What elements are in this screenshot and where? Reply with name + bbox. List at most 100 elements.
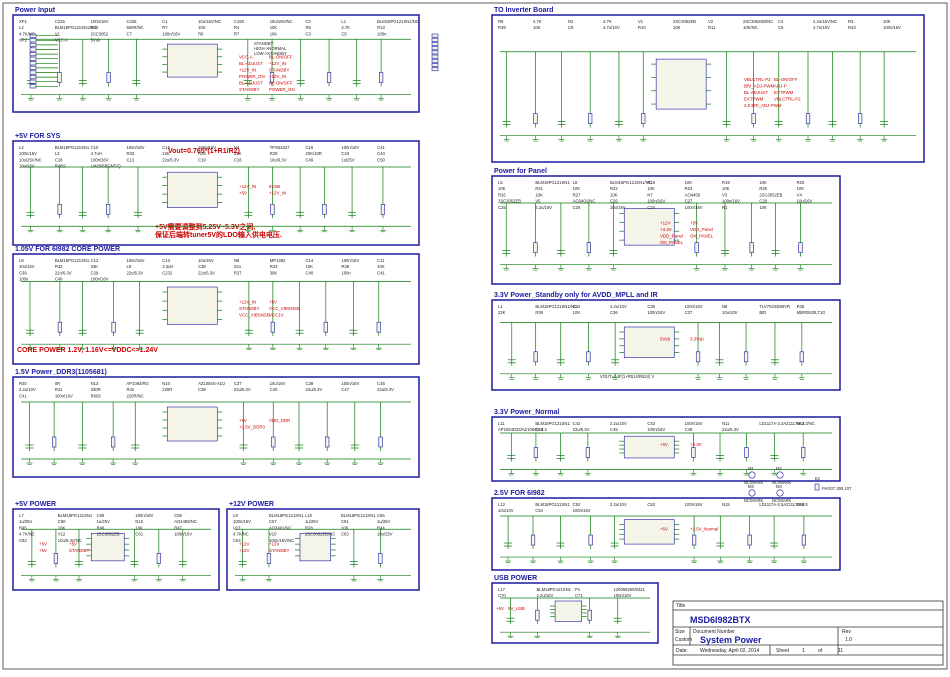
part-label: 2.2u/10V — [610, 421, 627, 426]
part-label: BLM18PG121SN1 — [535, 180, 570, 185]
part-label: C49 — [306, 157, 314, 162]
part-label: L8 — [126, 264, 131, 269]
part-label: C38 — [306, 381, 314, 386]
part-label: C41 — [377, 145, 385, 150]
mount-hole-label: M4 — [776, 484, 782, 489]
part-label: 10u/6.3V — [270, 157, 287, 162]
section-p25 — [491, 497, 841, 571]
part-label: 2.2u/10V — [610, 502, 627, 507]
part-label: 1u/25V — [19, 519, 32, 524]
net-label: +5V — [69, 541, 77, 546]
part-label: R20 — [797, 180, 805, 185]
part-label: 10u/16V/NC — [270, 19, 293, 24]
date-value: Wednesday, April 02, 2014 — [700, 648, 760, 654]
part-label: L2 — [19, 25, 24, 30]
part-label: L5 — [498, 180, 503, 185]
part-label: C59 — [174, 513, 182, 518]
part-label: BLM18PG121SN1/NC — [535, 304, 577, 309]
part-label: C44 — [535, 427, 543, 432]
part-label: 30K — [270, 270, 278, 275]
part-label: C226 — [126, 19, 137, 24]
part-label: BLM18PG121SN1 — [55, 258, 90, 263]
part-label: C54 — [535, 508, 543, 513]
net-label: 3.3Vsb — [690, 337, 704, 342]
section-title-panel: Power for Panel — [494, 168, 547, 175]
net-label: +2.5V_Normal — [690, 526, 718, 531]
part-label: 120058250/0321 — [614, 587, 646, 592]
part-label: C34 — [573, 304, 581, 309]
part-label: C12 — [91, 258, 99, 263]
part-label: 10u/25V/NC — [19, 157, 42, 162]
part-label: C47 — [341, 387, 349, 392]
part-label: BLM18PG121SN1 — [535, 421, 570, 426]
part-label: L11 — [498, 421, 505, 426]
part-label: 10K — [535, 192, 543, 197]
rev-label: Rev — [842, 629, 851, 635]
part-label: R7 — [162, 25, 168, 30]
part-label: 100n/16V — [126, 145, 144, 150]
part-label: 10K — [58, 525, 66, 530]
part-label: 10K — [135, 525, 143, 530]
part-label: C38 — [198, 264, 206, 269]
part-label: C41 — [19, 393, 27, 398]
part-label: C39 — [19, 270, 27, 275]
part-label: 330R — [91, 387, 101, 392]
part-label: 2SC3052EB — [498, 199, 521, 204]
section-core — [12, 253, 420, 365]
part-label: 220R/NC — [126, 393, 143, 398]
net-label: 5V_USB — [508, 606, 525, 611]
part-label: 22K — [498, 310, 506, 315]
net-label: VCC_VIBSNSB — [269, 306, 300, 311]
part-label: AO4459/NC — [174, 519, 197, 524]
part-label: 100n/16V — [647, 427, 665, 432]
part-label: 1u/25V — [305, 519, 318, 524]
net-label: VDD_Panel — [690, 227, 713, 232]
part-label: V4 — [797, 192, 803, 197]
section-p12v — [226, 508, 420, 591]
net-label: BRI_ADJ-PWM — [744, 84, 775, 89]
part-label: C44 — [377, 151, 385, 156]
part-label: BLM18PG121SN1/NC — [55, 25, 97, 30]
part-label: AP1084D33/AZ1084D-3.3 — [498, 427, 547, 432]
part-label: 100n — [19, 277, 29, 282]
part-label: BLM18PG121SN1 — [341, 513, 376, 518]
section-sys5v — [12, 140, 420, 246]
section-title-core: 1.05V FOR 6I982 CORE POWER — [15, 246, 120, 253]
ic-panel — [623, 208, 675, 246]
rev-value: 1.0 — [845, 637, 852, 643]
part-label: 2.2u/16V — [535, 205, 552, 210]
part-label: N11 — [722, 421, 730, 426]
part-label: BLM18PG121SN1 — [269, 513, 304, 518]
part-label: L10 — [305, 513, 313, 518]
part-label: 4.7K/NC — [233, 532, 249, 537]
part-label: R13 — [377, 25, 385, 30]
part-label: C56 — [377, 513, 385, 518]
part-label: 10K — [306, 264, 314, 269]
part-label: LD1117A-3.3AZ1117H-3.3/NC — [759, 421, 815, 426]
net-label: 5Vsb — [660, 337, 671, 342]
part-label: R33 — [126, 151, 134, 156]
net-label: +12V_IN — [239, 300, 256, 305]
part-label: AZ1084S-ADJ — [198, 381, 225, 386]
part-label: BLM18PG121SN1/NC — [610, 180, 652, 185]
section-usb — [491, 582, 659, 644]
part-label: 22u/6.3V — [377, 387, 394, 392]
sheet-value: 1 — [802, 648, 805, 654]
part-label: R19 — [722, 180, 730, 185]
part-label: 10K — [573, 310, 581, 315]
ic-sys5v — [166, 171, 218, 208]
net-label: BL-ADJUST — [744, 90, 768, 95]
part-label: 100n/16V — [126, 258, 144, 263]
part-label: C13 — [126, 157, 134, 162]
part-label: L9 — [233, 513, 238, 518]
part-label: N7 — [647, 192, 653, 197]
standby-vout-note: VOUT=0.8*(1+R514/R524) V — [600, 374, 654, 379]
part-label: 22K — [162, 151, 170, 156]
part-label: 10K/NC — [743, 25, 758, 30]
part-label: 100n/16V — [19, 151, 37, 156]
part-label: L7 — [19, 513, 24, 518]
section-ddr3 — [12, 376, 420, 478]
part-label: C225 — [55, 19, 66, 24]
part-label: 2SC3052EB — [673, 19, 696, 24]
